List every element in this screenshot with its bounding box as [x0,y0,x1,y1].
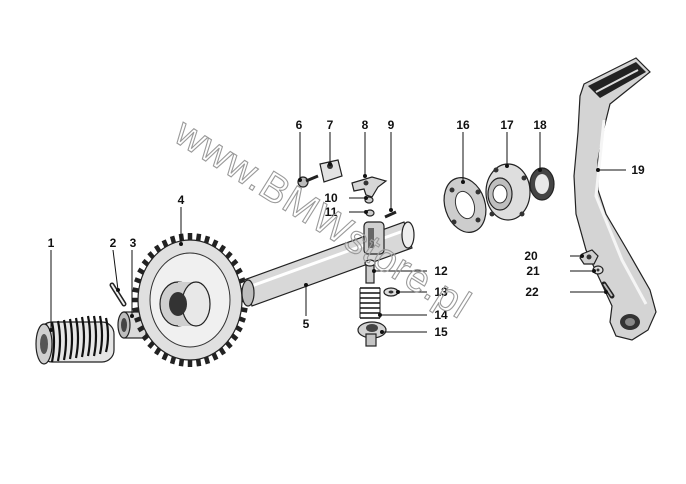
part-gear [132,233,248,367]
gear-tooth [235,267,243,275]
callout-2: 2 [110,236,117,250]
callout-5: 5 [303,317,310,331]
gear-tooth [195,233,202,242]
gear-tooth [235,325,243,333]
gear-tooth [132,287,140,293]
callout-20: 20 [524,249,538,263]
part-nut [579,249,599,265]
callout-7: 7 [327,118,334,132]
callout-22: 22 [525,285,539,299]
part-pin [109,282,127,307]
callout-15: 15 [434,325,448,339]
gear-tooth [141,258,150,267]
callout-21: 21 [526,264,540,278]
gear-tooth [225,251,233,260]
gear-tooth [178,358,185,367]
part-bracket [351,176,388,198]
gear-tooth [238,316,246,323]
gear-tooth [147,251,155,260]
gear-tooth [161,239,169,248]
gear-tooth [169,235,177,244]
gear-tooth [240,307,248,313]
callout-3: 3 [130,236,137,250]
gear-tooth [218,244,227,253]
gear-tooth [211,239,219,248]
part-gasket [443,177,487,233]
gear-tooth [134,316,142,323]
part-adjuster [357,321,387,347]
gear-tooth [132,307,140,313]
gear-tooth [153,244,162,253]
gear-tooth [218,347,227,356]
gear-tooth [211,352,219,361]
gear-tooth [161,352,169,361]
part-seal [529,167,555,201]
callout-16: 16 [456,118,470,132]
callout-11: 11 [325,205,338,219]
callout-1: 1 [48,236,55,250]
gear-tooth [230,333,239,342]
gear-tooth [195,358,202,367]
part-flange-housing [485,163,531,221]
gear-tooth [225,340,233,349]
callout-4: 4 [178,193,185,207]
callout-12: 12 [434,264,448,278]
callout-10: 10 [324,191,338,205]
callout-14: 14 [434,308,448,322]
gear-tooth [153,347,162,356]
part-kick-lever [573,57,657,341]
gear-tooth [137,325,145,333]
callout-19: 19 [631,163,645,177]
gear-tooth [230,258,239,267]
gear-tooth [169,356,177,365]
gear-tooth [134,277,142,284]
callout-13: 13 [434,285,448,299]
callout-17: 17 [500,118,514,132]
part-small-pin [384,210,397,219]
callout-9: 9 [388,118,395,132]
callout-numbers: 1 2 3 4 5 6 7 8 9 10 11 12 13 14 15 16 1… [48,118,645,339]
gear-tooth [203,235,211,244]
gear-tooth [147,340,155,349]
gear-tooth [141,333,150,342]
part-spring [35,315,115,365]
gear-tooth [137,267,145,275]
part-lever-bolt [601,281,615,299]
part-lever-body [363,221,385,255]
callout-18: 18 [533,118,547,132]
part-small-spring [359,287,381,319]
leader-lines [49,132,626,334]
gear-tooth [203,356,211,365]
callout-8: 8 [362,118,369,132]
callout-6: 6 [296,118,303,132]
